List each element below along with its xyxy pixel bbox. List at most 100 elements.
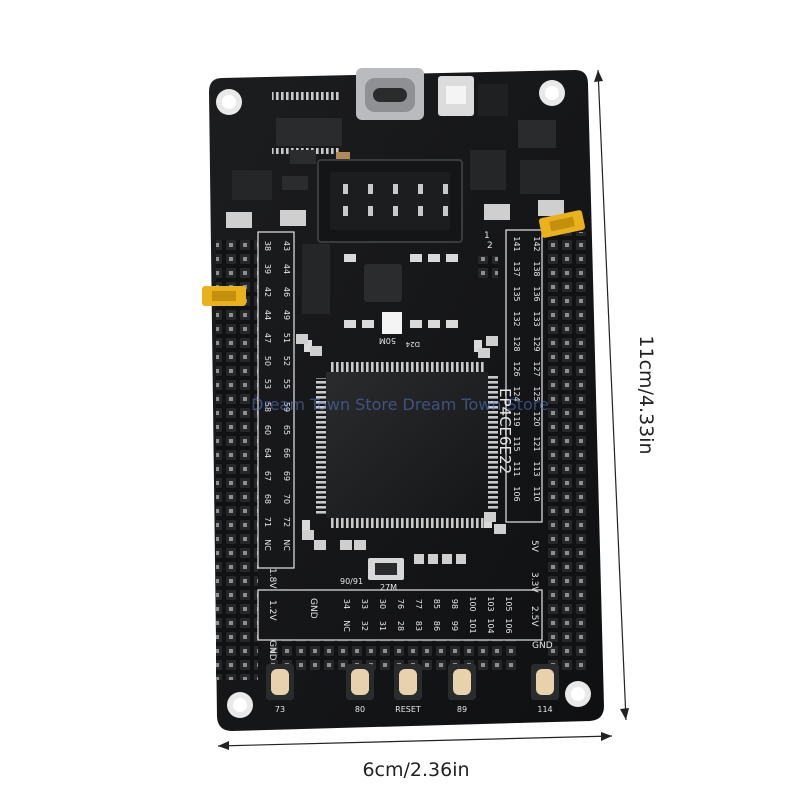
pin-label: 72 (282, 517, 291, 527)
pin-label: 38 (263, 241, 272, 251)
power-switch[interactable] (438, 76, 508, 116)
pin-label: 100 (468, 596, 477, 611)
button-label: 73 (275, 705, 285, 714)
pin-label: 67 (263, 471, 272, 481)
pin-label: 138 (532, 261, 541, 276)
pin-label: 129 (532, 336, 541, 351)
tactile-button[interactable] (346, 664, 374, 700)
pin-label: 50 (263, 356, 272, 366)
pin-label: 64 (263, 448, 272, 458)
pin-label: 69 (282, 471, 291, 481)
pin-label: NC (342, 620, 351, 632)
pin-label: 127 (532, 361, 541, 376)
pin-label: 43 (282, 241, 291, 251)
pin-label: 99 (450, 621, 459, 631)
pin-label: 31 (378, 621, 387, 631)
dimension-width (217, 732, 613, 750)
pin-label: 68 (263, 494, 272, 504)
pin-label: 124 (512, 386, 521, 401)
chip-note: D24 (405, 340, 420, 348)
pin-label: NC (282, 539, 291, 551)
label-1v8: 1.8V (267, 568, 277, 589)
pin-label: 115 (512, 436, 521, 451)
button-label: 89 (457, 705, 467, 714)
pin-label: 106 (512, 486, 521, 501)
pin-label: 141 (512, 236, 521, 251)
button-label: RESET (395, 705, 421, 714)
watermark: Dream Town Store Dream Town Store (251, 395, 549, 414)
label-gnd-left: GND (267, 640, 277, 661)
height-label: 11cm/4.33in (635, 335, 657, 454)
pin-label: 121 (532, 436, 541, 451)
jumper-right[interactable] (538, 210, 586, 239)
button-label: 80 (355, 705, 365, 714)
pin-label: 49 (282, 310, 291, 320)
pin-label: NC (263, 539, 272, 551)
regulator (520, 160, 560, 194)
pin-label: 137 (512, 261, 521, 276)
label-5v: 5V (529, 540, 539, 553)
button-label: 114 (537, 705, 552, 714)
pin-label: 111 (512, 461, 521, 476)
pin-label: 110 (532, 486, 541, 501)
jtag-header[interactable] (317, 159, 463, 243)
header-pin-mark: 2 (487, 241, 493, 251)
pin-label: 66 (282, 448, 291, 458)
pin-label: 104 (486, 618, 495, 633)
pin-label: 126 (512, 361, 521, 376)
tactile-button[interactable] (266, 664, 294, 700)
fpga-chip (316, 362, 498, 528)
pin-label: 119 (512, 411, 521, 426)
chip-marking: EP4CE6E22 (496, 388, 514, 474)
pin-label: 59 (282, 402, 291, 412)
label-gnd-right: GND (532, 641, 553, 651)
pin-label: 58 (263, 402, 272, 412)
crystal-50m (364, 264, 402, 302)
label-2v5: 2.5V (529, 606, 539, 627)
pin-label: 77 (414, 599, 423, 609)
pin-label: 83 (414, 621, 423, 631)
pin-label: 133 (532, 311, 541, 326)
ic-chip (276, 118, 342, 146)
pin-label: 55 (282, 379, 291, 389)
regulator (518, 120, 556, 148)
jtag-pin-mark: 1 (484, 231, 490, 241)
pin-label: 42 (263, 287, 272, 297)
pin-label: 33 (360, 599, 369, 609)
tactile-button[interactable] (394, 664, 422, 700)
pin-label: 34 (342, 599, 351, 609)
pin-label: 71 (263, 517, 272, 527)
pin-label: 28 (396, 621, 405, 631)
pin-label: 86 (432, 621, 441, 631)
pin-label: 47 (263, 333, 272, 343)
pin-label: 44 (263, 310, 272, 320)
pin-label: 30 (378, 599, 387, 609)
pin-label: 105 (504, 596, 513, 611)
pin-label: 51 (282, 333, 291, 343)
osc-label: 27M (380, 583, 397, 592)
pin-label: 76 (396, 599, 405, 609)
usb-c-port[interactable] (356, 68, 424, 120)
pin-label: 120 (532, 411, 541, 426)
dimension-height (594, 69, 629, 721)
width-label: 6cm/2.36in (362, 759, 469, 781)
pin-label: 101 (468, 618, 477, 633)
pin-label: 135 (512, 286, 521, 301)
pin-header-bottom[interactable] (270, 640, 518, 670)
crystal-label: 50M (379, 336, 396, 345)
pin-label: 113 (532, 461, 541, 476)
pin-header-right[interactable] (545, 232, 587, 672)
pin-header-left[interactable] (216, 240, 258, 680)
tactile-button[interactable] (448, 664, 476, 700)
pin-label: 136 (532, 286, 541, 301)
tactile-button[interactable] (531, 664, 559, 700)
pin-label: 65 (282, 425, 291, 435)
pin-label: 142 (532, 236, 541, 251)
label-1v2: 1.2V (267, 600, 277, 621)
pin-label: 46 (282, 287, 291, 297)
jumper-left[interactable] (202, 286, 246, 306)
label-3v3: 3.3V (529, 572, 539, 593)
